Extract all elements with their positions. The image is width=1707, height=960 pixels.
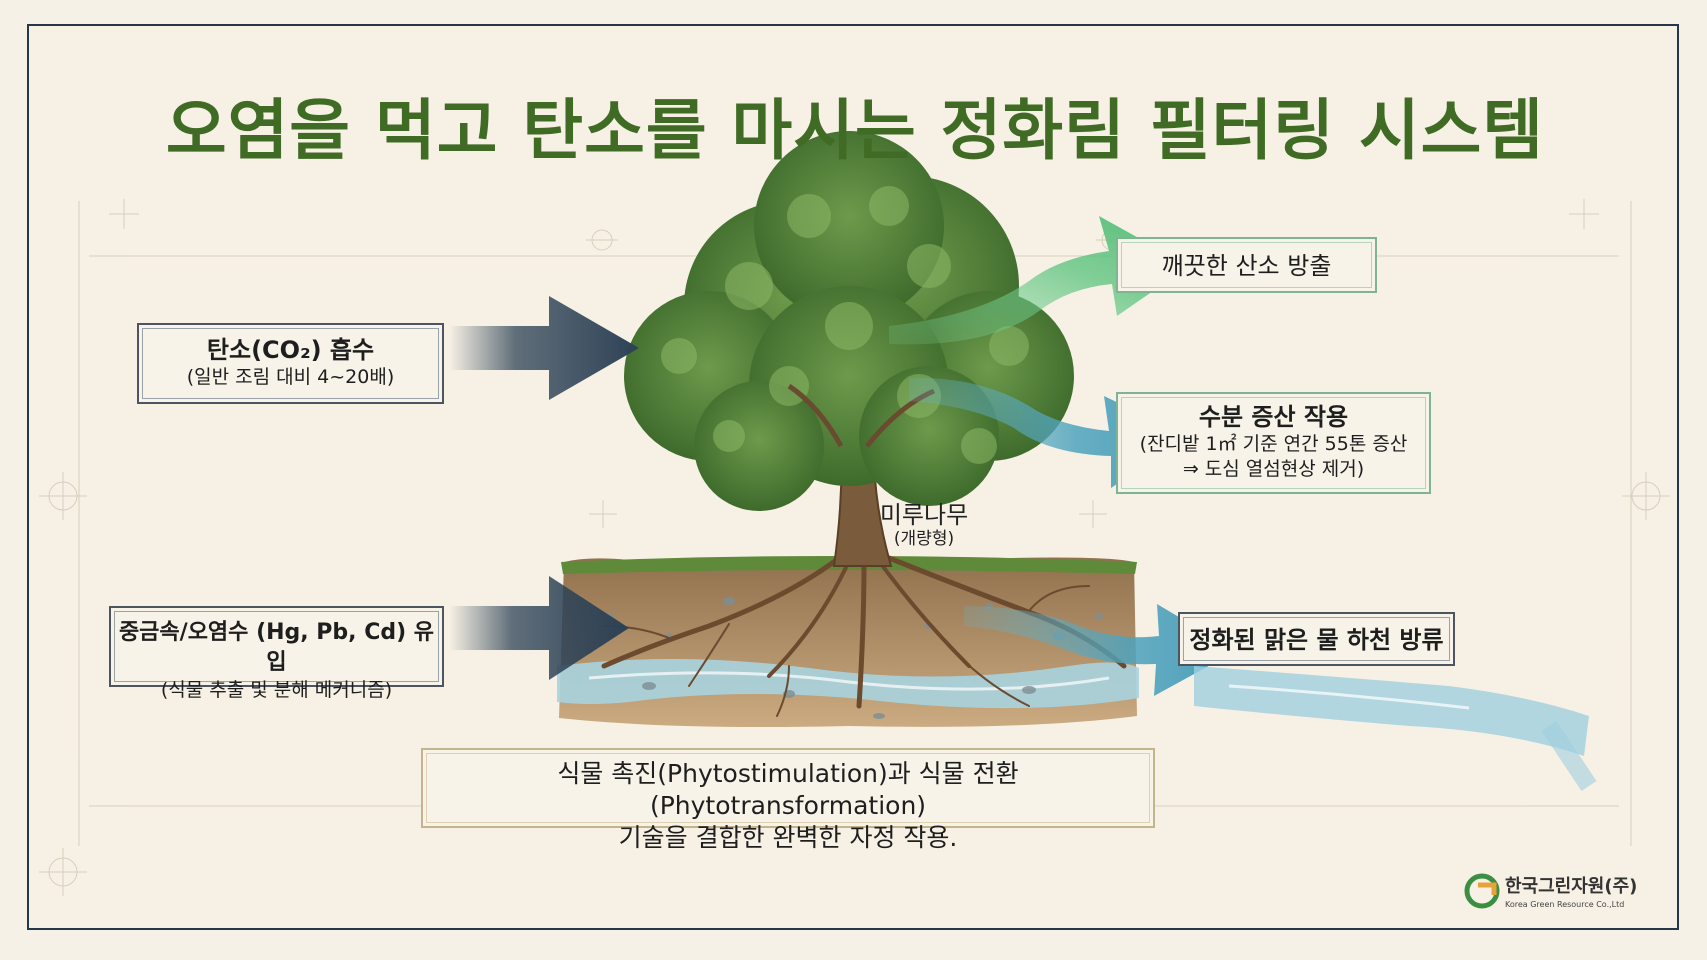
heavy-metal-inflow-title: 중금속/오염수 (Hg, Pb, Cd) 유입 xyxy=(118,620,435,675)
transpiration-title: 수분 증산 작용 xyxy=(1198,403,1349,431)
water-output-arrow xyxy=(964,604,1236,696)
summary-line-1: 식물 촉진(Phytostimulation)과 식물 전환(Phytotran… xyxy=(557,759,1019,820)
logo-mark xyxy=(1464,873,1500,909)
carbon-input-arrow xyxy=(449,296,639,400)
diagram-frame: 오염을 먹고 탄소를 마시는 정화림 필터링 시스템 탄소(CO₂) 흡수 (일… xyxy=(27,24,1679,930)
heavy-metal-inflow-detail: (식물 추출 및 분해 메커니즘) xyxy=(160,679,393,701)
oxygen-output-arrow xyxy=(889,216,1189,345)
oxygen-release-title: 깨끗한 산소 방출 xyxy=(1161,252,1332,280)
company-name: 한국그린자원(주) xyxy=(1505,876,1638,897)
clean-water-discharge-title: 정화된 맑은 물 하천 방류 xyxy=(1189,626,1444,654)
summary-line-2: 기술을 결합한 완벽한 자정 작용. xyxy=(618,823,958,852)
tree-name: 미루나무 xyxy=(879,501,969,529)
summary-box: 식물 촉진(Phytostimulation)과 식물 전환(Phytotran… xyxy=(421,748,1155,852)
transpiration-detail-1: (잔디밭 1㎡ 기준 연간 55톤 증산 xyxy=(1139,433,1408,455)
metals-input-arrow xyxy=(449,576,629,680)
tree-type: (개량형) xyxy=(893,529,955,549)
illustration xyxy=(39,131,1670,909)
company-logo: 한국그린자원(주) Korea Green Resource Co.,Ltd xyxy=(1457,864,1667,924)
stream xyxy=(1194,666,1589,756)
page-title: 오염을 먹고 탄소를 마시는 정화림 필터링 시스템 xyxy=(165,92,1545,169)
carbon-absorption-title: 탄소(CO₂) 흡수 xyxy=(206,336,375,364)
carbon-absorption-detail: (일반 조림 대비 4~20배) xyxy=(186,366,395,388)
transpiration-detail-2: ⇒ 도심 열섬현상 제거) xyxy=(1182,458,1365,480)
carbon-absorption-box: 탄소(CO₂) 흡수 (일반 조림 대비 4~20배) xyxy=(137,323,444,404)
company-english-name: Korea Green Resource Co.,Ltd xyxy=(1505,900,1625,909)
oxygen-release-box: 깨끗한 산소 방출 xyxy=(1116,237,1377,293)
clean-water-discharge-box: 정화된 맑은 물 하천 방류 xyxy=(1178,612,1455,666)
heavy-metal-inflow-box: 중금속/오염수 (Hg, Pb, Cd) 유입 (식물 추출 및 분해 메커니즘… xyxy=(109,606,444,701)
transpiration-box: 수분 증산 작용 (잔디밭 1㎡ 기준 연간 55톤 증산 ⇒ 도심 열섬현상 … xyxy=(1116,392,1431,494)
tree-label: 미루나무 (개량형) xyxy=(864,501,984,549)
